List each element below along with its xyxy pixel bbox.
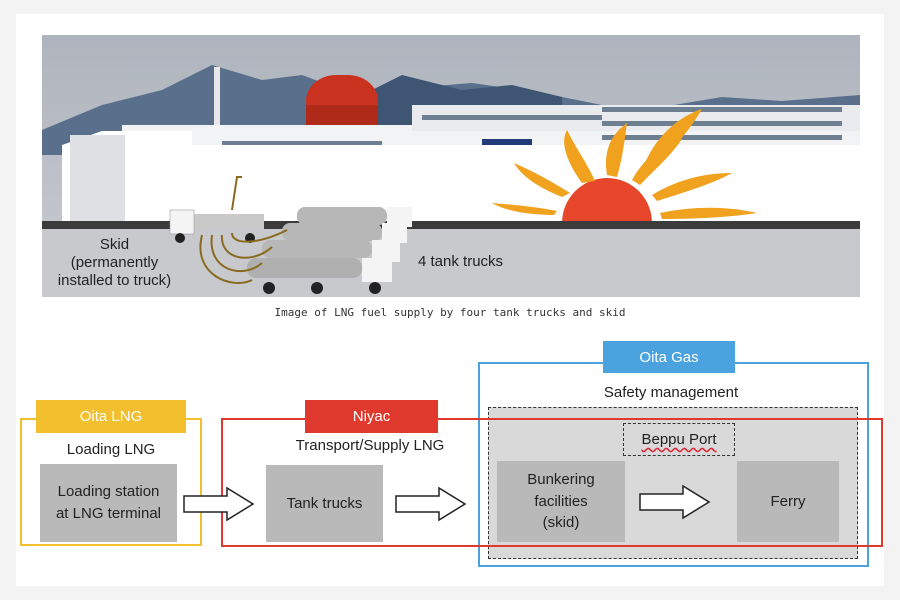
ferry-box: Ferry bbox=[737, 461, 839, 542]
loading-station-line-2: at LNG terminal bbox=[55, 505, 162, 522]
arrow-3-icon bbox=[639, 484, 711, 520]
bunkering-facilities-box: Bunkering facilities (skid) bbox=[497, 461, 625, 542]
skid-truck bbox=[169, 209, 264, 243]
skid-label-line-2: (permanently bbox=[70, 254, 159, 271]
niyac-header: Niyac bbox=[305, 400, 438, 433]
quay-edge bbox=[42, 221, 860, 229]
ship-bow-section bbox=[70, 135, 125, 230]
skid-label-line-1: Skid bbox=[99, 236, 130, 253]
arrow-1-icon bbox=[183, 486, 255, 522]
tank-trucks-label: 4 tank trucks bbox=[418, 253, 504, 270]
ship-funnel-base bbox=[306, 105, 378, 127]
tank-trucks-box: Tank trucks bbox=[266, 465, 383, 542]
supply-hoses bbox=[199, 176, 288, 284]
skid-label-line-3: installed to truck) bbox=[57, 272, 172, 289]
niyac-frame bbox=[221, 418, 883, 547]
loading-station-box: Loading station at LNG terminal bbox=[40, 464, 177, 542]
safety-management-heading: Safety management bbox=[603, 384, 739, 401]
lng-supply-illustration bbox=[42, 35, 860, 297]
sun-emblem bbox=[492, 109, 757, 223]
beppu-port-label: Beppu Port bbox=[623, 423, 735, 456]
loading-station-line-1: Loading station bbox=[57, 483, 160, 501]
bunkering-line-2: facilities bbox=[534, 492, 588, 510]
ship-mast bbox=[214, 67, 220, 137]
oita-gas-header: Oita Gas bbox=[603, 341, 735, 373]
tank-trucks bbox=[247, 207, 412, 294]
oita-lng-header: Oita LNG bbox=[36, 400, 186, 433]
arrow-2-icon bbox=[395, 486, 467, 522]
skid-label: Skid (permanently installed to truck) bbox=[52, 236, 177, 290]
figure-caption: Image of LNG fuel supply by four tank tr… bbox=[274, 306, 626, 319]
ship-emblem bbox=[482, 139, 532, 149]
bunkering-line-3: (skid) bbox=[542, 514, 580, 532]
loading-lng-heading: Loading LNG bbox=[66, 441, 156, 458]
bunkering-line-1: Bunkering bbox=[527, 470, 595, 488]
ship-windows bbox=[222, 107, 842, 146]
transport-supply-heading: Transport/Supply LNG bbox=[295, 437, 445, 454]
